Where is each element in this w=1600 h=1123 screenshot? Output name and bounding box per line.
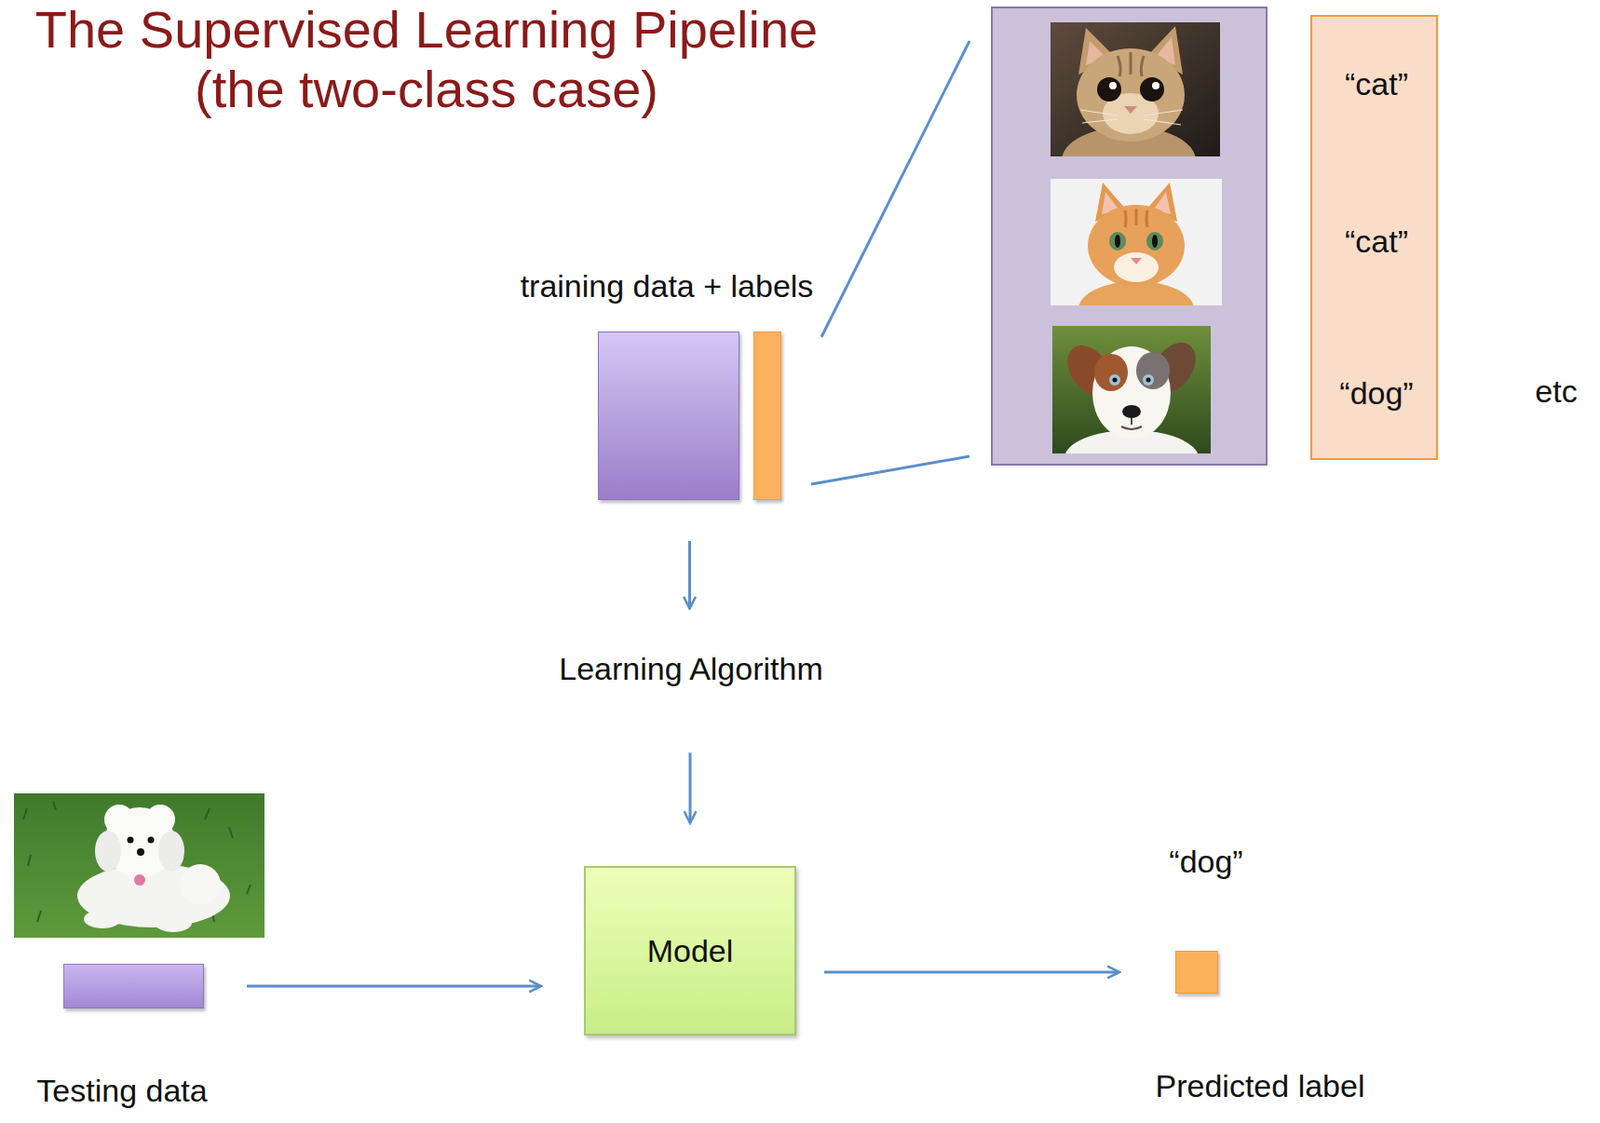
flow-arrow [246, 985, 542, 989]
illustration-part [127, 837, 135, 844]
illustration-part [1080, 109, 1183, 125]
illustration-part [148, 837, 155, 844]
cat-photo [1050, 178, 1222, 306]
illustration-part [1050, 178, 1222, 306]
flow-arrow [689, 752, 692, 824]
flow-arrow [824, 971, 1120, 975]
illustration-part [1094, 353, 1128, 392]
illustration-part [1117, 52, 1144, 77]
illustration-part [1087, 204, 1185, 287]
training-data-rect [597, 331, 740, 501]
illustration-part [134, 874, 146, 886]
illustration-part [83, 909, 122, 929]
dog-photo [1052, 325, 1211, 454]
node-text: Predicted label [1155, 1067, 1366, 1106]
test-dog-photo [13, 793, 265, 938]
illustration-part [104, 804, 135, 835]
illustration-part [1050, 22, 1221, 157]
illustration-part [1152, 234, 1158, 248]
illustration-part [1121, 418, 1142, 430]
illustration-part [1109, 231, 1126, 251]
illustration-part [179, 864, 221, 906]
cat-photo [1050, 22, 1221, 157]
illustration-part [1052, 325, 1211, 454]
illustration-part [1112, 378, 1118, 383]
illustration-part [1142, 374, 1154, 386]
illustration-part [1113, 252, 1159, 283]
illustration-part [94, 830, 122, 872]
flow-arrow [688, 541, 692, 610]
zoom-panel [991, 7, 1267, 465]
label-column: “cat” “cat” “dog” [1310, 14, 1438, 461]
process-step: Learning Algorithm [549, 646, 833, 692]
illustration-part [1092, 346, 1171, 440]
illustration-part [145, 804, 176, 835]
model-box: Model [583, 866, 797, 1036]
node-text: “cat” [1344, 222, 1409, 261]
node-text: Testing data [36, 1071, 207, 1111]
note-label: etc [1534, 372, 1577, 411]
leader-line [821, 40, 970, 338]
training-block: training data + labels [597, 331, 782, 501]
illustration-part [1122, 405, 1141, 419]
output-square: “dog”Predicted label [1175, 950, 1219, 994]
illustration-part [154, 913, 192, 933]
illustration-part [1097, 77, 1122, 102]
node-text: Model [647, 932, 734, 971]
illustration-part [1130, 257, 1142, 265]
leader-line [811, 456, 970, 485]
illustration-part [1136, 352, 1170, 390]
illustration-part [1139, 77, 1165, 102]
illustration-part [1146, 231, 1164, 251]
test-data-bar: Testing data [63, 963, 204, 1009]
illustration-part [1109, 374, 1121, 386]
node-text: Learning Algorithm [558, 650, 824, 689]
training-labels-rect [753, 331, 782, 501]
node-text: training data + labels [516, 267, 818, 306]
illustration-part [136, 848, 145, 856]
diagram-title: The Supervised Learning Pipeline (the tw… [7, 0, 846, 121]
illustration-part [13, 793, 265, 938]
illustration-part [1114, 234, 1121, 248]
node-text: “cat” [1344, 65, 1409, 104]
illustration-part [1152, 81, 1160, 90]
illustration-part [1076, 48, 1185, 142]
node-text: “dog” [1339, 374, 1413, 413]
illustration-part [1109, 81, 1117, 90]
node-text: “dog” [1168, 842, 1243, 882]
illustration-part [1124, 106, 1138, 114]
illustration-part [158, 830, 185, 872]
illustration-part [1125, 208, 1148, 228]
illustration-part [1146, 378, 1152, 383]
